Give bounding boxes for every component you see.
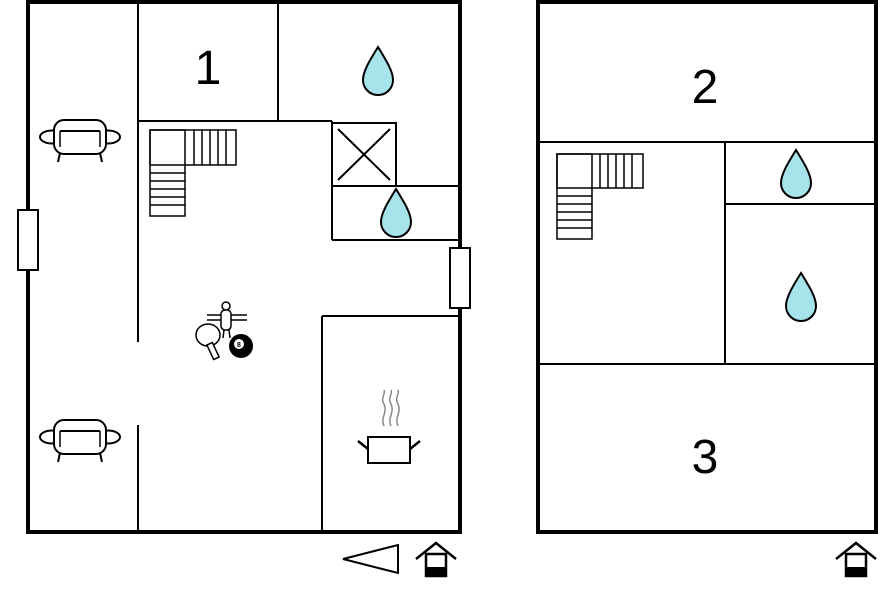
window [17, 209, 39, 271]
water-drop-icon [785, 272, 817, 322]
room-number-1: 1 [195, 42, 222, 95]
room-number-2: 2 [692, 61, 719, 114]
kitchen-pot-icon [357, 389, 421, 464]
upper-floor: 2 3 [536, 0, 878, 578]
entrance-icon [834, 541, 878, 578]
stairs-icon [149, 129, 237, 217]
water-drop-icon [780, 149, 812, 199]
table-tennis-icon [195, 323, 221, 361]
ground-floor: 1 [17, 0, 471, 578]
storage-cross-icon [331, 122, 397, 187]
room-number-3: 3 [692, 431, 719, 484]
sofa-icon [39, 419, 121, 463]
billiard-ball-icon: 8 [229, 334, 253, 358]
water-drop-icon [380, 188, 412, 238]
sofa-icon [39, 119, 121, 163]
direction-arrow-icon [342, 543, 399, 575]
svg-text:8: 8 [237, 342, 241, 349]
window [449, 247, 471, 309]
table-football-icon [207, 301, 247, 339]
upper-floor-outer-wall [536, 0, 878, 534]
stairs-icon [556, 153, 644, 240]
entrance-icon [414, 541, 458, 578]
water-drop-icon [362, 46, 394, 96]
